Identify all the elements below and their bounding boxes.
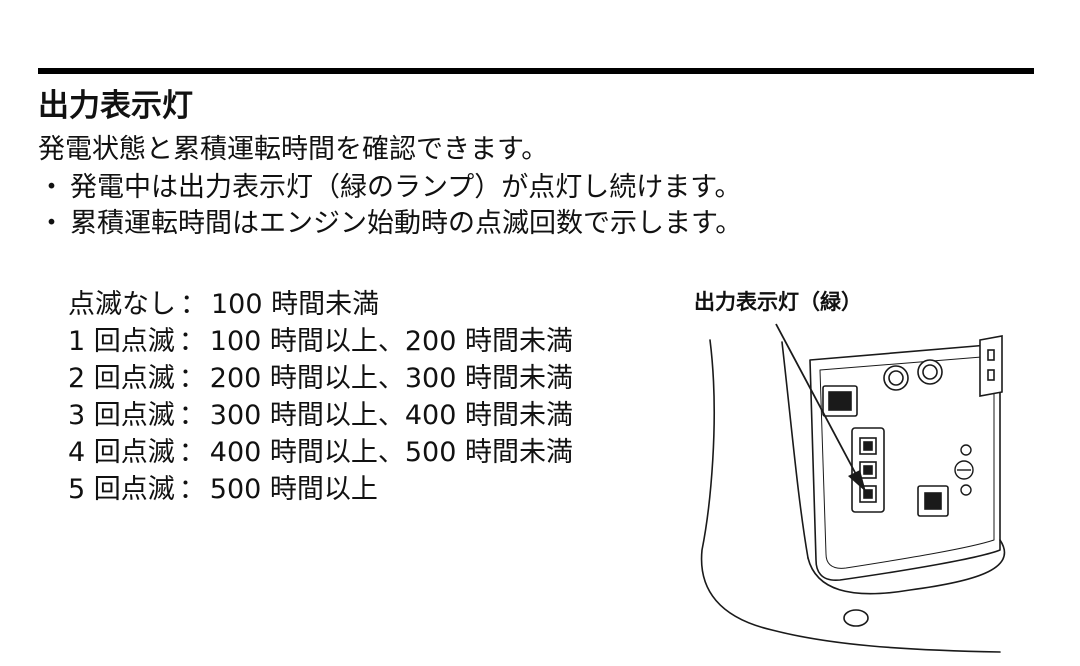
blink-row: 4 回点滅：400 時間以上、500 時間未満 (68, 434, 573, 471)
ac-outlet (979, 335, 1003, 397)
panel-screws (954, 444, 974, 496)
housing-foot-opening (843, 609, 869, 627)
bullet-text: 発電中は出力表示灯（緑のランプ）が点灯し続けます。 (70, 172, 742, 203)
blink-row: 1 回点滅：100 時間以上、200 時間未満 (68, 323, 573, 360)
blink-row: 3 回点滅：300 時間以上、400 時間未満 (68, 397, 573, 434)
blink-range: 400 時間以上、500 時間未満 (209, 437, 573, 468)
label-leader-arrowhead (848, 470, 866, 492)
blink-count: 3 回点滅 (68, 400, 175, 431)
label-leader-line (775, 323, 859, 479)
blink-range: 100 時間以上、200 時間未満 (209, 326, 573, 357)
bullet-text: 累積運転時間はエンジン始動時の点滅回数で示します。 (70, 208, 743, 239)
indicator-lamps (851, 427, 885, 513)
power-switch (822, 385, 858, 417)
control-panel-inner (819, 355, 995, 569)
dc-terminal (917, 485, 949, 517)
blink-separator: ： (178, 400, 206, 431)
section-top-rule (38, 68, 1034, 74)
circuit-protector-knobs (883, 359, 943, 391)
control-panel-recess (809, 343, 1001, 581)
housing-inner-edge (781, 341, 809, 559)
blink-range: 300 時間以上、400 時間未満 (209, 400, 573, 431)
blink-range: 200 時間以上、300 時間未満 (209, 363, 573, 394)
blink-count: 点滅なし (68, 289, 176, 320)
blink-separator: ： (178, 437, 206, 468)
housing-outline (700, 339, 1001, 653)
bullet-marker: ・ (38, 172, 65, 203)
blink-row: 点滅なし：100 時間未満 (68, 286, 573, 323)
blink-count: 2 回点滅 (68, 363, 175, 394)
blink-range: 500 時間以上 (209, 474, 378, 505)
blink-count-list: 点滅なし：100 時間未満 1 回点滅：100 時間以上、200 時間未満 2 … (68, 286, 573, 508)
bullet-item: ・累積運転時間はエンジン始動時の点滅回数で示します。 (38, 206, 742, 242)
blink-count: 1 回点滅 (68, 326, 175, 357)
blink-count: 4 回点滅 (68, 437, 175, 468)
blink-separator: ： (178, 363, 206, 394)
generator-panel-illustration (700, 323, 1006, 653)
bullet-marker: ・ (38, 208, 65, 239)
blink-row: 5 回点滅：500 時間以上 (68, 471, 573, 508)
blink-separator: ： (180, 289, 207, 320)
blink-row: 2 回点滅：200 時間以上、300 時間未満 (68, 360, 573, 397)
bullet-item: ・発電中は出力表示灯（緑のランプ）が点灯し続けます。 (38, 170, 742, 206)
section-title: 出力表示灯 (38, 88, 193, 124)
section-intro: 発電状態と累積運転時間を確認できます。 (38, 134, 549, 165)
blink-count: 5 回点滅 (68, 474, 175, 505)
blink-range: 100 時間未満 (211, 289, 380, 320)
bullet-list: ・発電中は出力表示灯（緑のランプ）が点灯し続けます。 ・累積運転時間はエンジン始… (38, 170, 742, 242)
housing-bottom-curve (807, 539, 1006, 595)
blink-separator: ： (178, 474, 206, 505)
figure-label: 出力表示灯（緑） (694, 290, 862, 314)
blink-separator: ： (178, 326, 206, 357)
